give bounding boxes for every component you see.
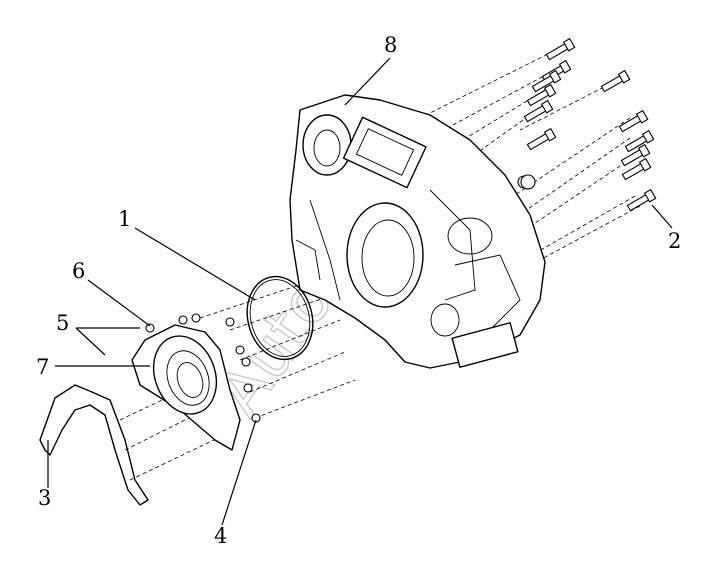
leader-lines [47, 57, 673, 526]
callout-2: 2 [668, 229, 681, 253]
gasket [39, 384, 149, 506]
callout-1: 1 [118, 207, 131, 231]
small-screws [178, 313, 261, 423]
callout-8: 8 [384, 33, 397, 57]
housing-bolts [520, 37, 657, 212]
o-ring [246, 275, 314, 361]
callout-4: 4 [214, 524, 227, 548]
seal-carrier [131, 323, 241, 451]
callout-5: 5 [56, 311, 69, 335]
callout-6: 6 [72, 259, 85, 283]
callouts: 1 2 3 4 5 6 7 8 [36, 33, 681, 548]
callout-3: 3 [38, 486, 51, 510]
callout-7: 7 [36, 355, 49, 379]
flywheel-housing [289, 94, 546, 369]
